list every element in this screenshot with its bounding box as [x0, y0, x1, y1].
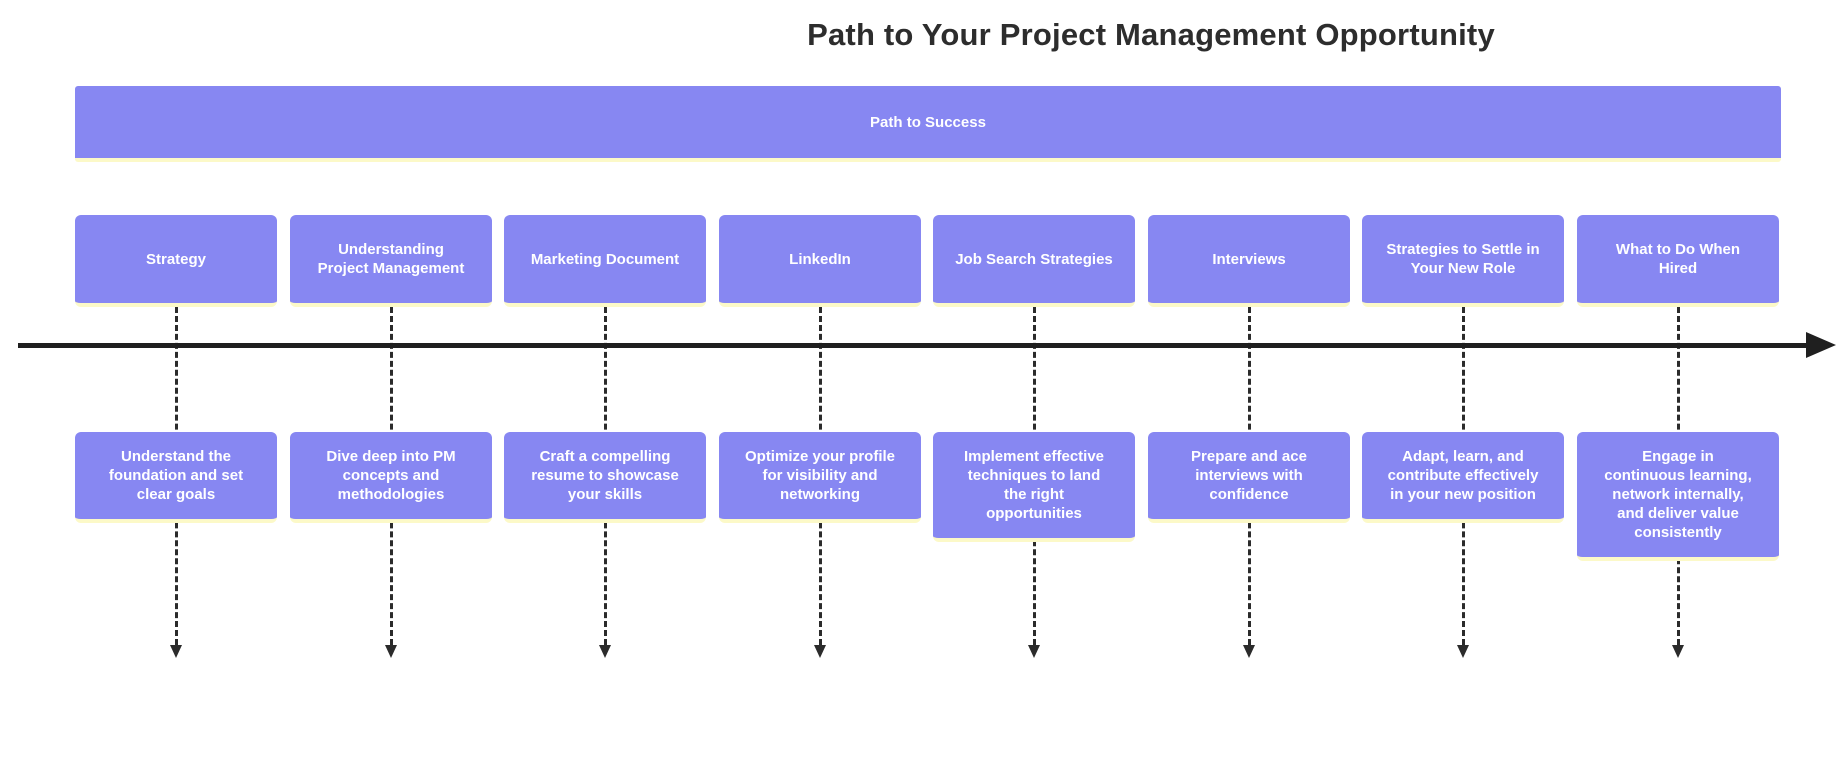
detail-box: Engage in continuous learning, network i… — [1577, 432, 1779, 561]
down-arrowhead-icon — [1672, 645, 1684, 658]
section-banner-label: Path to Success — [870, 113, 986, 131]
stage-heading: What to Do When Hired — [1615, 241, 1741, 277]
section-banner: Path to Success — [75, 86, 1781, 162]
stage-heading: Job Search Strategies — [955, 250, 1113, 268]
stage-heading: Understanding Project Management — [317, 241, 465, 277]
timeline-column: Strategies to Settle in Your New Role Ad… — [1362, 0, 1564, 772]
down-arrowhead-icon — [599, 645, 611, 658]
timeline-column: Interviews Prepare and ace interviews wi… — [1148, 0, 1350, 772]
diagram-title: Path to Your Project Management Opportun… — [807, 17, 1495, 52]
stage-heading: Marketing Document — [530, 250, 680, 268]
timeline-column: What to Do When Hired Engage in continuo… — [1577, 0, 1779, 772]
timeline-column: Strategy Understand the foundation and s… — [75, 0, 277, 772]
detail-box: Implement effective techniques to land t… — [933, 432, 1135, 542]
detail-text: Dive deep into PM concepts and methodolo… — [326, 448, 456, 503]
detail-box: Adapt, learn, and contribute effectively… — [1362, 432, 1564, 523]
detail-text: Implement effective techniques to land t… — [963, 448, 1105, 522]
timeline-column: Marketing Document Craft a compelling re… — [504, 0, 706, 772]
timeline-column: Job Search Strategies Implement effectiv… — [933, 0, 1135, 772]
detail-text: Understand the foundation and set clear … — [108, 448, 244, 503]
timeline-axis — [18, 343, 1808, 348]
stage-box: Strategy — [75, 215, 277, 307]
stage-box: Strategies to Settle in Your New Role — [1362, 215, 1564, 307]
detail-box: Dive deep into PM concepts and methodolo… — [290, 432, 492, 523]
down-arrowhead-icon — [814, 645, 826, 658]
stage-box: Job Search Strategies — [933, 215, 1135, 307]
stage-box: What to Do When Hired — [1577, 215, 1779, 307]
stage-box: LinkedIn — [719, 215, 921, 307]
stage-heading: Interviews — [1212, 250, 1286, 268]
stage-box: Marketing Document — [504, 215, 706, 307]
detail-text: Engage in continuous learning, network i… — [1604, 448, 1752, 541]
down-arrowhead-icon — [170, 645, 182, 658]
detail-box: Craft a compelling resume to showcase yo… — [504, 432, 706, 523]
down-arrowhead-icon — [1457, 645, 1469, 658]
axis-arrowhead-icon — [1806, 332, 1836, 358]
detail-box: Understand the foundation and set clear … — [75, 432, 277, 523]
detail-text: Optimize your profile for visibility and… — [744, 448, 895, 503]
timeline-column: LinkedIn Optimize your profile for visib… — [719, 0, 921, 772]
detail-text: Craft a compelling resume to showcase yo… — [531, 448, 679, 503]
stage-heading: Strategy — [145, 250, 207, 268]
detail-text: Adapt, learn, and contribute effectively… — [1387, 448, 1539, 503]
stage-heading: Strategies to Settle in Your New Role — [1386, 241, 1540, 277]
down-arrowhead-icon — [385, 645, 397, 658]
stage-box: Interviews — [1148, 215, 1350, 307]
timeline-column: Understanding Project Management Dive de… — [290, 0, 492, 772]
stage-box: Understanding Project Management — [290, 215, 492, 307]
down-arrowhead-icon — [1028, 645, 1040, 658]
down-arrowhead-icon — [1243, 645, 1255, 658]
detail-box: Prepare and ace interviews with confiden… — [1148, 432, 1350, 523]
detail-text: Prepare and ace interviews with confiden… — [1191, 448, 1307, 503]
stage-heading: LinkedIn — [789, 250, 851, 268]
detail-box: Optimize your profile for visibility and… — [719, 432, 921, 523]
